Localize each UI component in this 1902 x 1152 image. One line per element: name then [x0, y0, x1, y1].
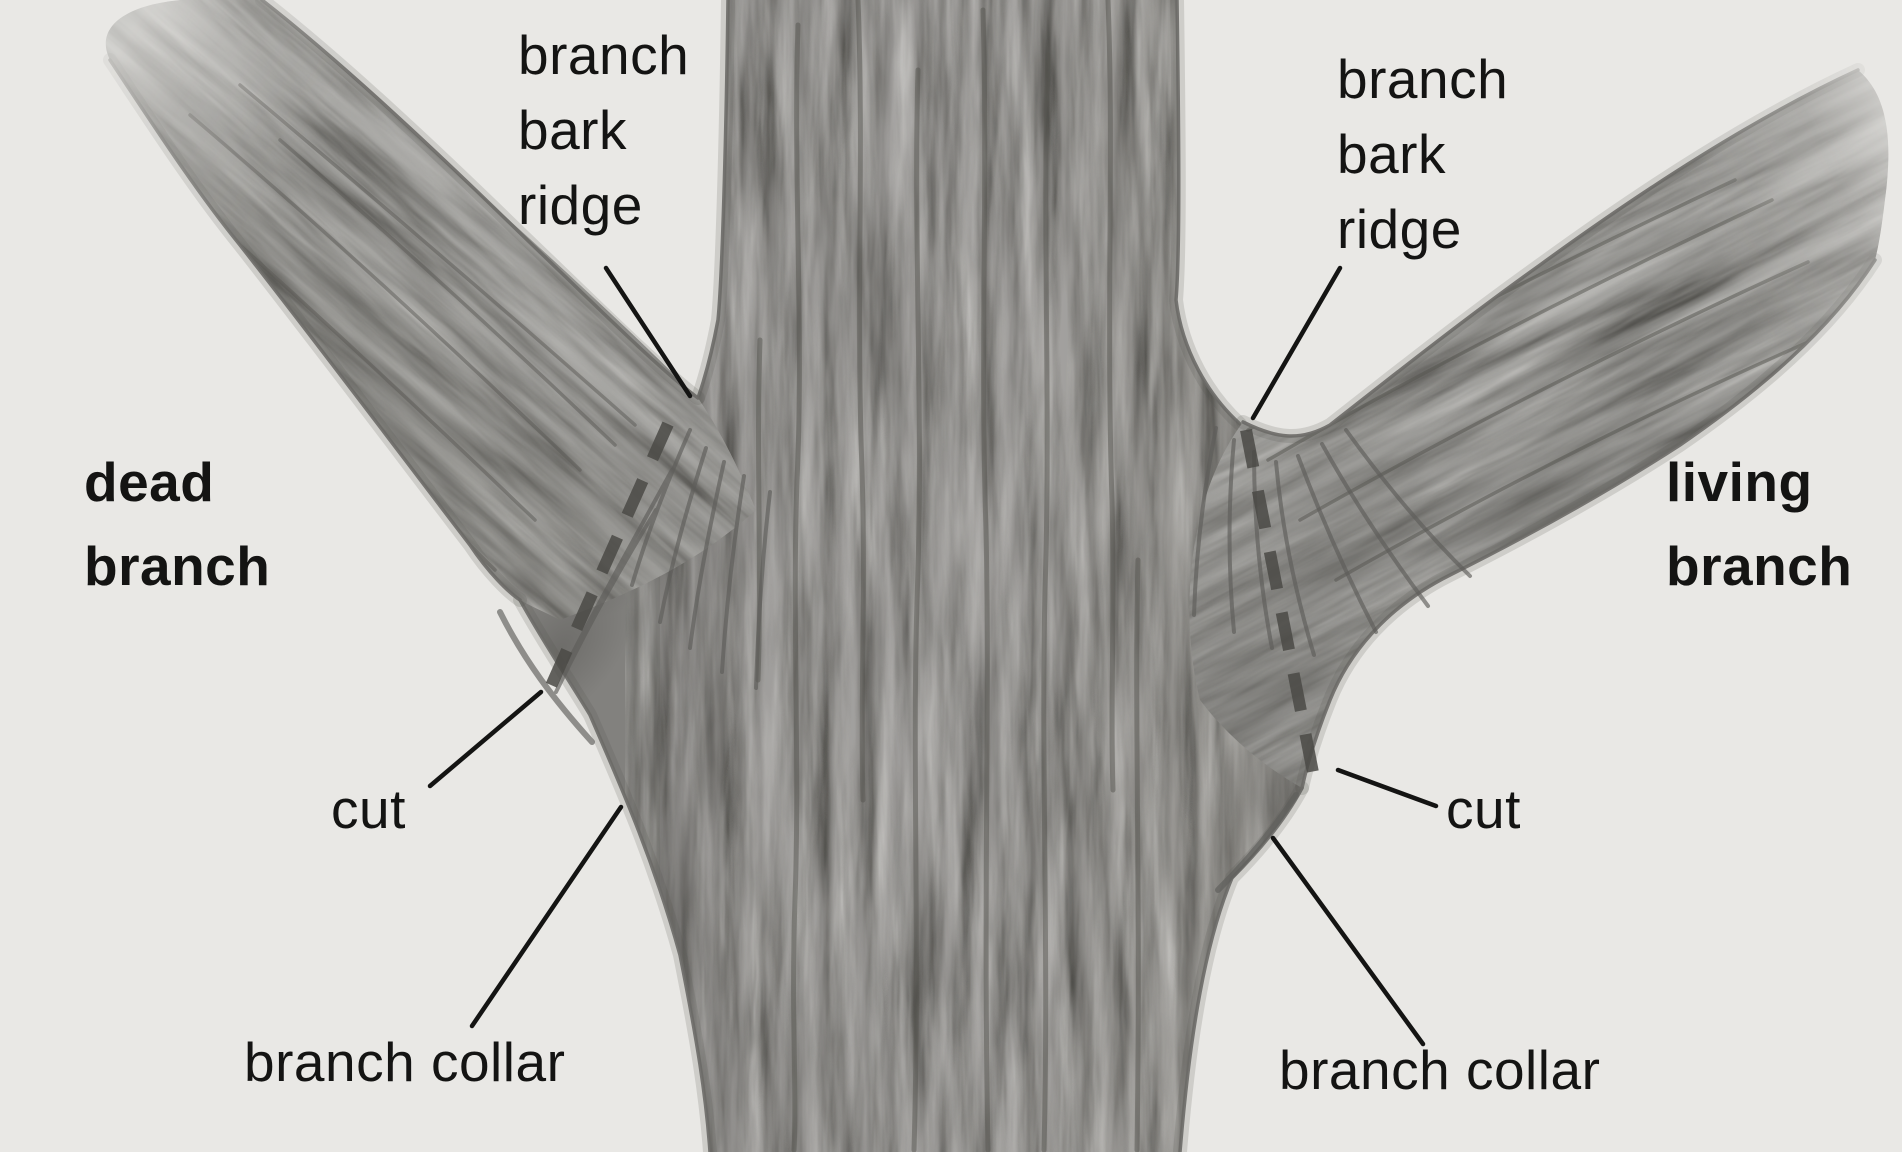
- leader-branch-collar-right: [1270, 835, 1426, 1047]
- leader-lines: [427, 265, 1439, 1047]
- label-line: living: [1666, 451, 1813, 513]
- label-dead-branch: dead branch: [84, 440, 270, 608]
- cut-line-dead-branch: [545, 421, 674, 689]
- leader-branch-bark-ridge-right: [1250, 265, 1343, 421]
- leader-cut-left: [427, 689, 544, 789]
- living-branch-outline: [1236, 63, 1882, 795]
- leader-cut-right: [1335, 767, 1439, 809]
- label-branch-bark-ridge-left: branch bark ridge: [518, 18, 689, 243]
- leader-branch-bark-ridge-left: [603, 265, 693, 399]
- label-line: bark: [1337, 123, 1446, 185]
- label-line: branch: [1666, 535, 1853, 597]
- label-line: ridge: [1337, 198, 1462, 260]
- leader-branch-collar-left: [469, 804, 624, 1029]
- label-branch-collar-left: branch collar: [244, 1031, 566, 1093]
- label-line: branch: [84, 535, 271, 597]
- trunk-bark-cracks: [755, 0, 1141, 1152]
- label-cut-right: cut: [1446, 778, 1521, 840]
- label-line: dead: [84, 451, 215, 513]
- label-line: bark: [518, 99, 627, 161]
- trunk: [513, 0, 1309, 1152]
- label-cut-left: cut: [331, 778, 406, 840]
- label-line: branch: [518, 24, 690, 86]
- label-line: ridge: [518, 174, 643, 236]
- label-branch-collar-right: branch collar: [1279, 1039, 1601, 1101]
- dead-branch-grain: [118, 83, 637, 572]
- dead-branch-outline: [103, 0, 705, 607]
- label-branch-bark-ridge-right: branch bark ridge: [1337, 42, 1508, 267]
- label-living-branch: living branch: [1666, 440, 1852, 608]
- label-line: branch: [1337, 48, 1509, 110]
- collar-fan-lines-right: [1192, 426, 1472, 893]
- collar-fan-lines-left: [497, 428, 772, 745]
